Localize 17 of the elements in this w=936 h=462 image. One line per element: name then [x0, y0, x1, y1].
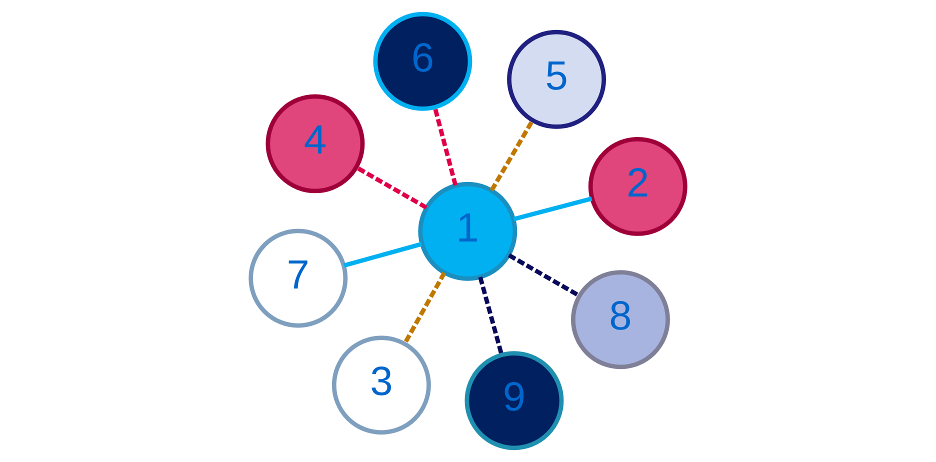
connector: [402, 272, 446, 344]
connector: [343, 242, 422, 268]
node-circle: 9: [464, 351, 564, 450]
node-circle: 8: [570, 270, 670, 370]
node-circle: 6: [373, 12, 472, 111]
connector: [513, 196, 592, 222]
node-circle: 1: [418, 182, 518, 281]
node-circle: 7: [248, 228, 348, 328]
connector: [508, 253, 580, 298]
node-circle: 4: [266, 94, 365, 194]
connector: [355, 166, 428, 210]
connector: [478, 276, 504, 356]
connector: [432, 106, 458, 186]
node-circle: 5: [507, 30, 606, 129]
node-circle: 3: [332, 336, 431, 435]
connector: [490, 119, 534, 192]
node-circle: 2: [588, 136, 688, 236]
